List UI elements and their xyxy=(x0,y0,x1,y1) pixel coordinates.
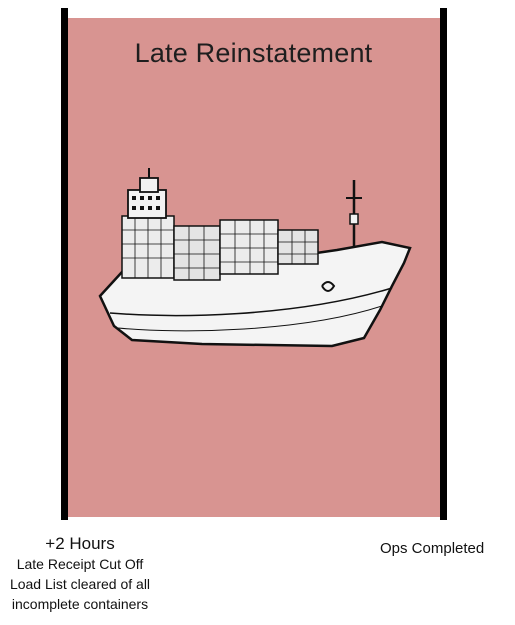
label-line: incomplete containers xyxy=(0,594,160,614)
container-ship-icon xyxy=(92,168,417,358)
panel-title: Late Reinstatement xyxy=(65,38,442,69)
label-line: Late Receipt Cut Off xyxy=(0,554,160,574)
start-marker-line xyxy=(61,8,68,520)
time-offset-text: +2 Hours xyxy=(0,534,160,554)
ops-completed-label: Ops Completed xyxy=(380,540,515,557)
label-line: Load List cleared of all xyxy=(0,574,160,594)
start-time-label: +2 Hours Late Receipt Cut Off Load List … xyxy=(0,534,160,614)
end-marker-line xyxy=(440,8,447,520)
